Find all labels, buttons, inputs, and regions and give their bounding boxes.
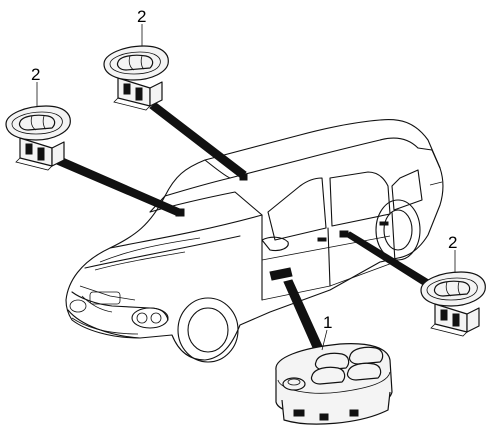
leader-line-master <box>283 279 323 351</box>
location-marker-rear-left <box>239 173 248 181</box>
rear-right-window-switch <box>420 271 486 337</box>
rear-left-window-switch <box>103 45 169 111</box>
location-marker-rear-right <box>339 230 349 238</box>
front-right-window-switch <box>5 105 71 171</box>
location-marker-master <box>269 267 293 281</box>
leader-line-front-right <box>51 154 183 217</box>
callout-master-switch: 1 <box>323 313 332 332</box>
callout-rear-left-switch: 2 <box>137 7 146 26</box>
sedan-illustration <box>65 118 444 363</box>
master-window-switch <box>275 343 393 425</box>
leader-lines <box>51 102 433 351</box>
callout-front-right-switch: 2 <box>31 65 40 84</box>
leader-line-rear-left <box>149 102 247 179</box>
callout-rear-right-switch: 2 <box>448 233 457 252</box>
location-marker-front-right <box>175 208 185 217</box>
